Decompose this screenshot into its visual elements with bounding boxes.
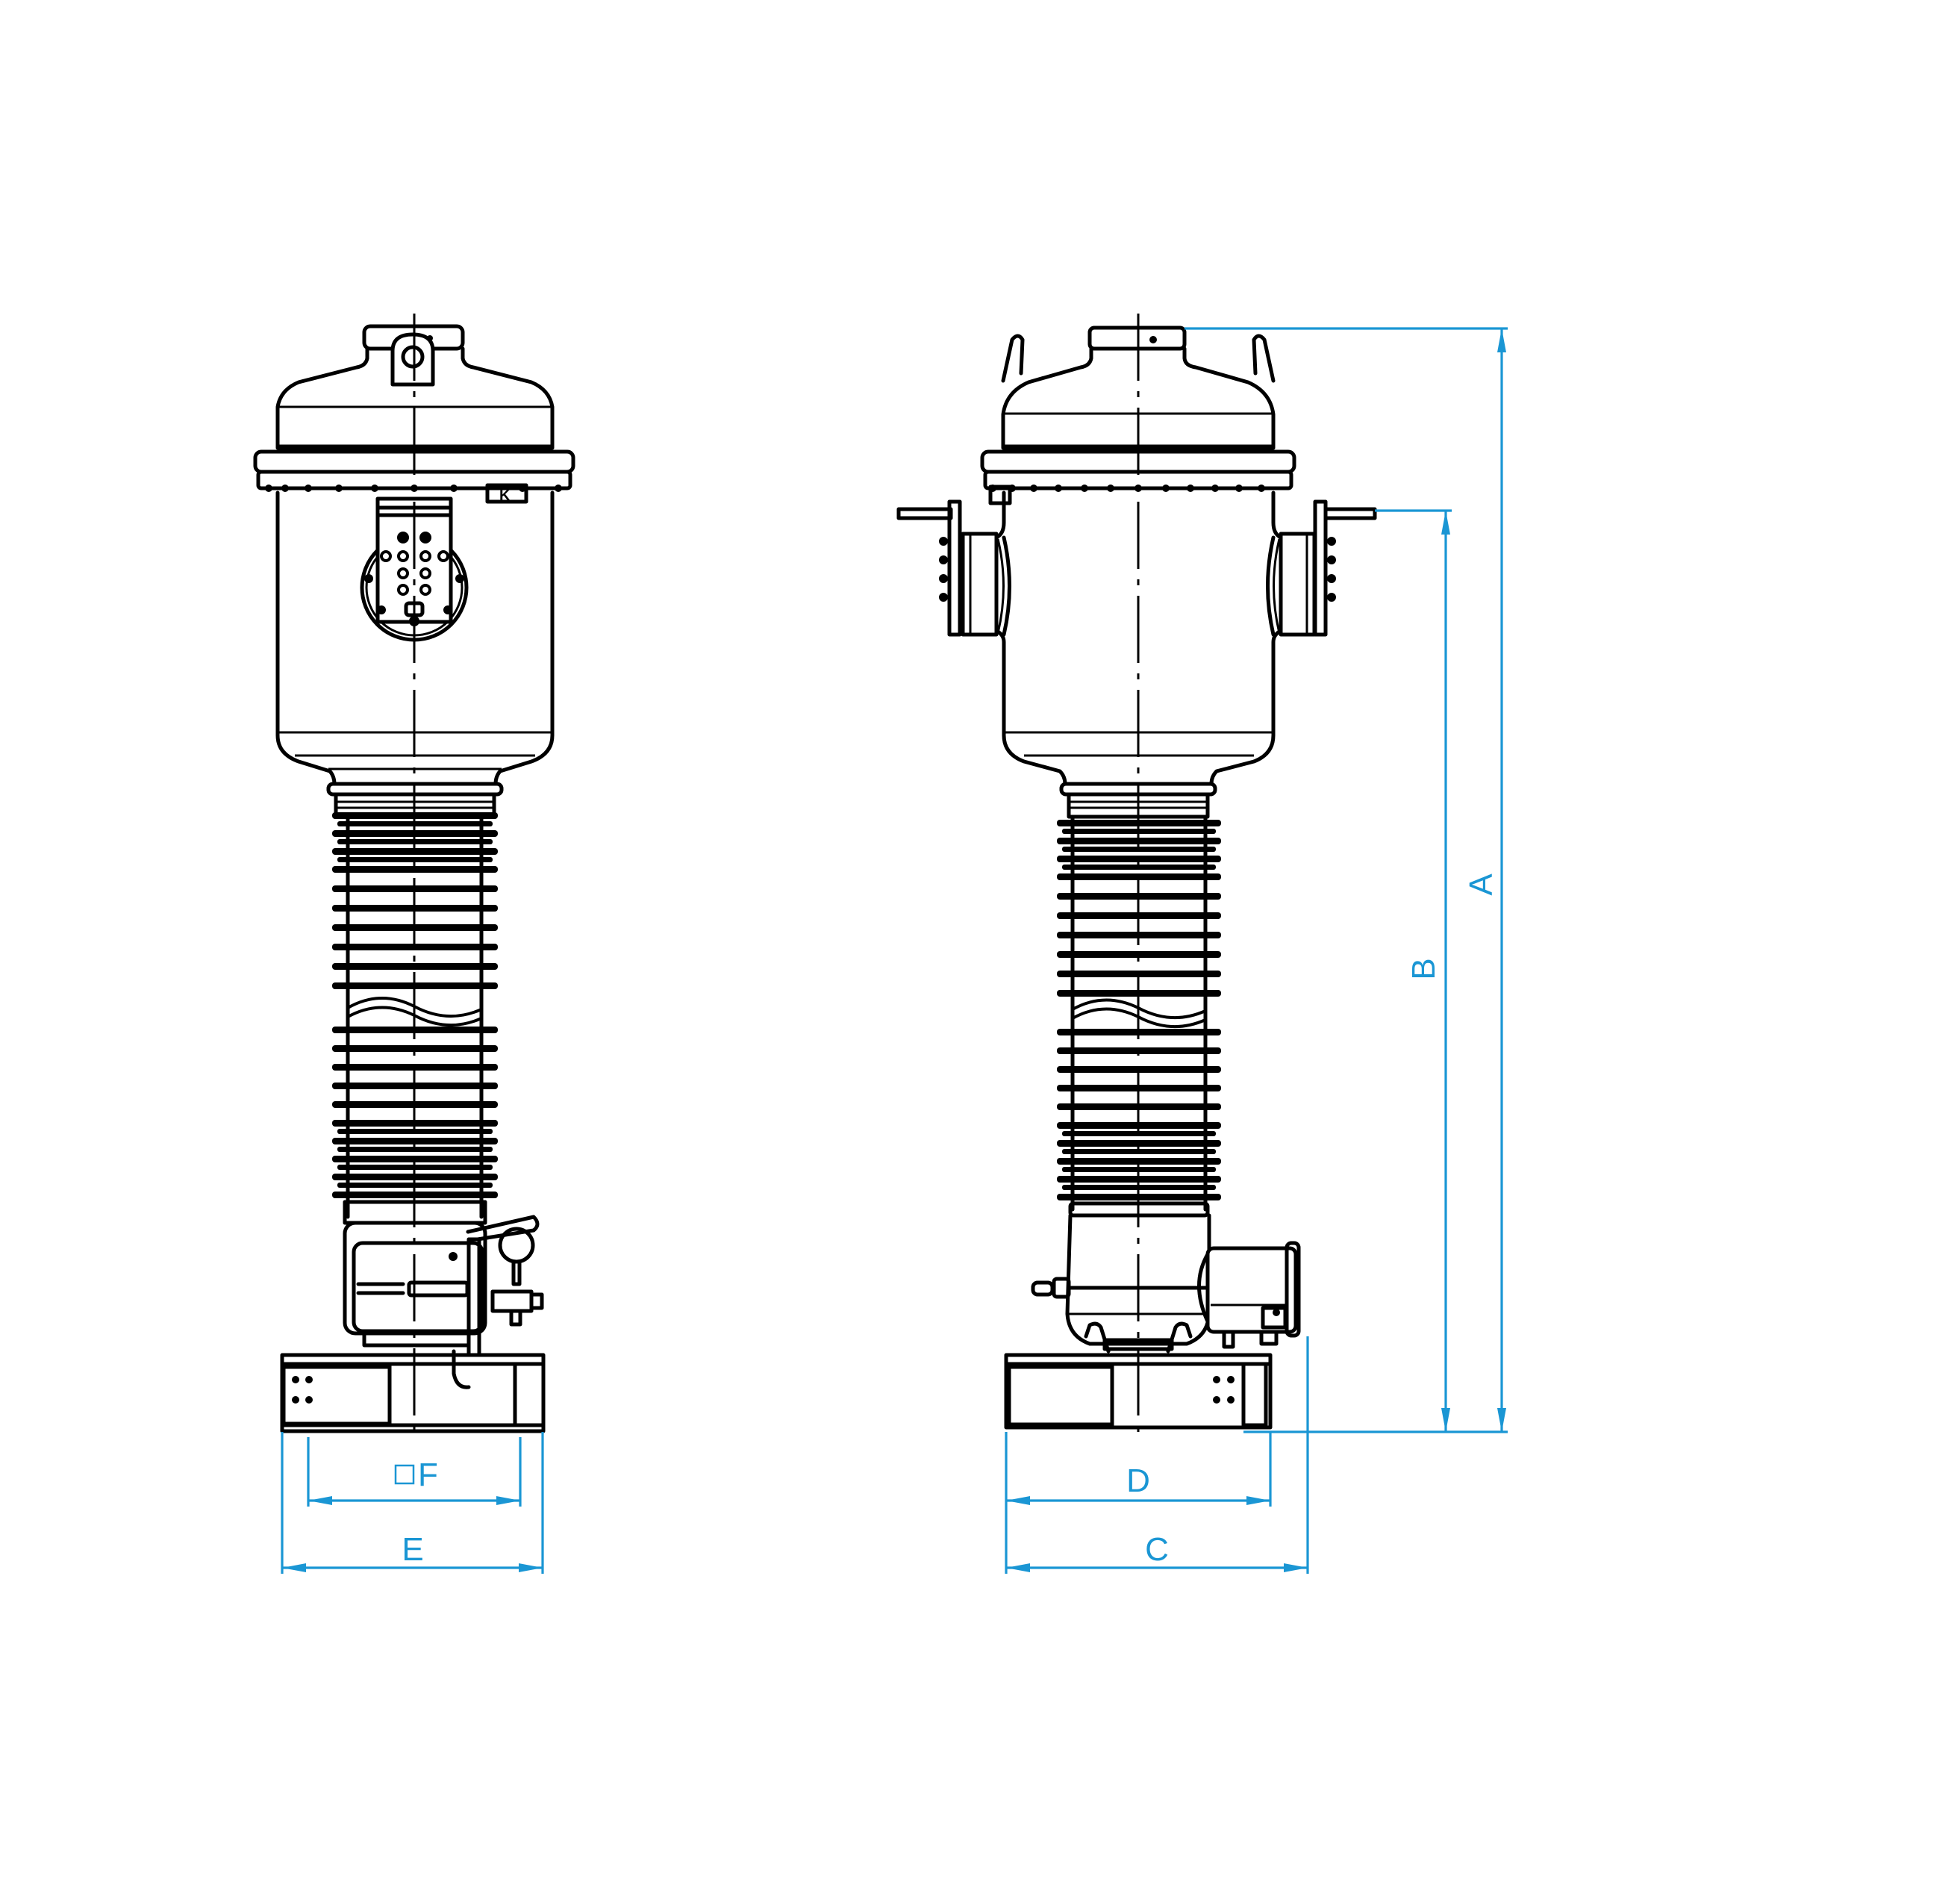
square-symbol-icon [394, 1464, 415, 1485]
label-F: F [418, 1457, 438, 1493]
dimension-F: F [307, 1437, 522, 1507]
side-terminal-box [1205, 1246, 1298, 1334]
front-lower-housing [343, 1215, 544, 1389]
label-D: D [1126, 1463, 1150, 1499]
dimension-B: B [1375, 509, 1452, 1432]
terminal-box [352, 1241, 484, 1333]
label-B: B [1405, 958, 1442, 979]
label-A: A [1463, 873, 1499, 896]
svg-text:K: K [499, 488, 511, 504]
dimension-D: D [1006, 1432, 1272, 1507]
lifting-hook-right [1252, 334, 1276, 383]
side-lower-housing [1031, 1213, 1301, 1354]
dimension-C: C [1005, 1336, 1309, 1574]
front-view: K [253, 314, 575, 1437]
dimensions: A B C D [281, 327, 1508, 1574]
label-C: C [1145, 1531, 1169, 1568]
lifting-eye-icon [390, 332, 435, 387]
dimension-A: A [1185, 327, 1508, 1432]
dimension-E: E [281, 1432, 544, 1574]
label-E: E [402, 1531, 423, 1568]
primary-terminal-right [1266, 499, 1377, 637]
front-base-frame [280, 1353, 546, 1433]
gas-monitor [466, 1215, 544, 1357]
primary-terminal-left [896, 499, 1011, 637]
lifting-hook-left [1001, 334, 1025, 383]
side-view [896, 314, 1377, 1437]
